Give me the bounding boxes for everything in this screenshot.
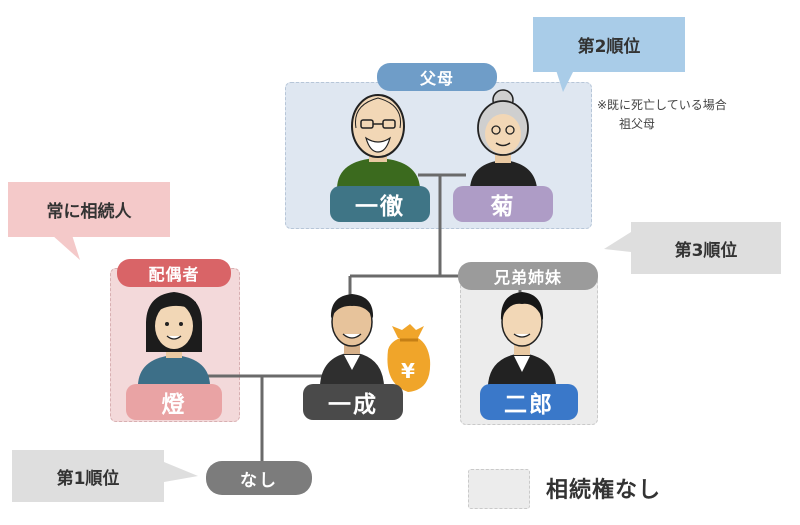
rank2-callout-tail xyxy=(556,70,574,92)
spouse-name-label: 燈 xyxy=(126,384,222,420)
grandparents-note: ※既に死亡している場合 祖父母 xyxy=(597,96,727,134)
rank2-callout: 第2順位 xyxy=(533,17,685,72)
father-name-label: 一徹 xyxy=(330,186,430,222)
note-line-1: ※既に死亡している場合 xyxy=(597,98,727,112)
children-name-label: なし xyxy=(206,461,312,495)
legend-label: 相続権なし xyxy=(546,478,662,503)
spouse-figure xyxy=(138,292,210,384)
sibling-figure xyxy=(488,292,556,385)
rank1-callout-tail xyxy=(164,462,198,482)
rank3-callout-tail xyxy=(604,232,631,252)
father-figure xyxy=(337,94,420,188)
yen-symbol: ¥ xyxy=(401,359,415,383)
legend-swatch xyxy=(468,469,530,509)
rank1-callout: 第1順位 xyxy=(12,450,164,502)
siblings-header: 兄弟姉妹 xyxy=(458,262,598,290)
always-heir-callout-tail xyxy=(52,235,80,260)
spouse-header: 配偶者 xyxy=(117,259,231,287)
deceased-figure xyxy=(320,294,384,385)
mother-figure xyxy=(470,89,537,188)
money-bag-icon: ¥ xyxy=(387,324,431,392)
always-heir-callout: 常に相続人 xyxy=(8,182,170,237)
rank3-callout: 第3順位 xyxy=(631,222,781,274)
sibling-name-label: 二郎 xyxy=(480,384,578,420)
deceased-name-label: 一成 xyxy=(303,384,403,420)
parents-header: 父母 xyxy=(377,63,497,91)
mother-name-label: 菊 xyxy=(453,186,553,222)
note-line-2: 祖父母 xyxy=(619,117,656,131)
